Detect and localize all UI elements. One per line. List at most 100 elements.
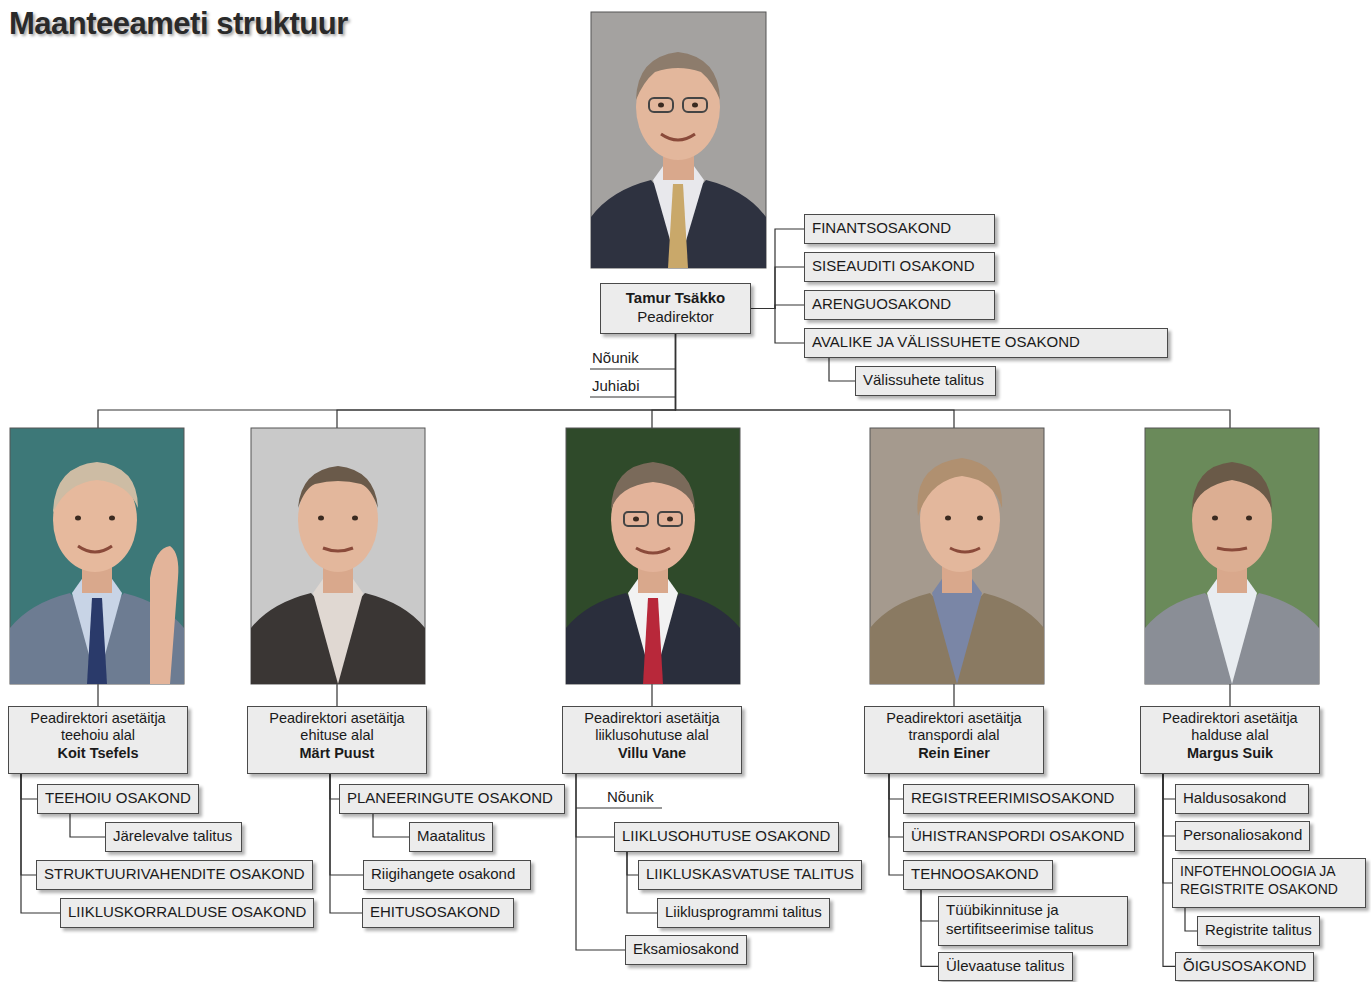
box-label: Peadirektori asetäitja transpordi alal xyxy=(870,710,1038,745)
department-box: LIIKLUSKORRALDUSE OSAKOND xyxy=(60,898,314,928)
glasses xyxy=(683,98,707,112)
role-label: Juhiabi xyxy=(592,377,640,395)
org-connector xyxy=(576,774,614,837)
department-box: PLANEERINGUTE OSAKOND xyxy=(339,784,565,814)
eye xyxy=(945,516,951,521)
eye xyxy=(75,516,81,521)
label-underline xyxy=(576,807,662,808)
department-box: ÕIGUSOSAKOND xyxy=(1175,952,1314,981)
portrait-photo xyxy=(10,428,184,684)
org-connector xyxy=(70,814,105,837)
box-label: REGISTREERIMISOSAKOND xyxy=(911,789,1127,808)
department-box: Liiklusprogrammi talitus xyxy=(657,898,830,928)
hair xyxy=(298,466,378,508)
department-box: LIIKLUSOHUTUSE OSAKOND xyxy=(614,822,839,852)
department-box: EHITUSOSAKOND xyxy=(362,898,514,928)
box-label: ÕIGUSOSAKOND xyxy=(1183,957,1306,976)
department-box: LIIKLUSKASVATUSE TALITUS xyxy=(638,860,862,890)
deputy-box: Peadirektori asetäitja ehituse alalMärt … xyxy=(247,706,427,774)
portrait-photo xyxy=(870,428,1044,684)
department-box: Maatalitus xyxy=(409,822,493,852)
box-label: Maatalitus xyxy=(417,827,485,846)
org-connector xyxy=(921,890,938,921)
org-connector xyxy=(921,890,938,966)
portrait-photo xyxy=(591,12,766,268)
eye xyxy=(633,517,639,522)
eye xyxy=(658,103,664,108)
department-box: Haldusosakond xyxy=(1175,784,1309,814)
box-label: TEHNOOSAKOND xyxy=(911,865,1045,884)
box-label: FINANTSOSAKOND xyxy=(812,219,987,238)
mouth xyxy=(323,548,353,551)
deputy-box: Peadirektori asetäitja halduse alalMargu… xyxy=(1140,706,1320,774)
box-label: LIIKLUSKORRALDUSE OSAKOND xyxy=(68,903,306,922)
department-box: Järelevalve talitus xyxy=(105,822,242,852)
hair xyxy=(53,462,138,513)
box-label: Haldusosakond xyxy=(1183,789,1301,808)
person-name: Tamur Tsäkko xyxy=(607,289,744,308)
org-connector xyxy=(1163,774,1175,836)
box-label: Eksamiosakond xyxy=(633,940,739,959)
box-label: TEEHOIU OSAKOND xyxy=(45,789,191,808)
department-box: AVALIKE JA VÄLISSUHETE OSAKOND xyxy=(804,328,1168,358)
box-label: ÜHISTRANSPORDI OSAKOND xyxy=(911,827,1127,846)
eye xyxy=(352,516,358,521)
org-connector xyxy=(889,774,903,875)
org-connector xyxy=(829,358,855,381)
department-box: Tüübikinnituse ja sertifitseerimise tali… xyxy=(938,896,1128,946)
suit xyxy=(591,180,766,268)
photo-background xyxy=(870,428,1044,684)
department-box: TEHNOOSAKOND xyxy=(903,860,1053,890)
department-box: TEEHOIU OSAKOND xyxy=(37,784,199,814)
eye xyxy=(977,516,983,521)
box-label: LIIKLUSKASVATUSE TALITUS xyxy=(646,865,854,884)
box-label: Peadirektori asetäitja teehoiu alal xyxy=(14,710,182,745)
deputy-box: Peadirektori asetäitja liiklusohutuse al… xyxy=(562,706,742,774)
photo-background xyxy=(1145,428,1319,684)
department-box: Riigihangete osakond xyxy=(363,860,531,890)
org-connector xyxy=(889,774,903,837)
box-label: Välissuhete talitus xyxy=(863,371,988,390)
label-underline xyxy=(590,368,676,369)
deputy-box: Peadirektori asetäitja teehoiu alalKoit … xyxy=(8,706,188,774)
photo-background xyxy=(251,428,425,684)
eye xyxy=(1212,516,1218,521)
box-label: Tüübikinnituse ja sertifitseerimise tali… xyxy=(946,901,1120,939)
hair xyxy=(917,458,1002,516)
mouth xyxy=(1217,548,1247,550)
box-label: Peadirektori asetäitja liiklusohutuse al… xyxy=(568,710,736,745)
eye xyxy=(109,516,115,521)
box-label: ARENGUOSAKOND xyxy=(812,295,987,314)
box-label: EHITUSOSAKOND xyxy=(370,903,506,922)
mouth xyxy=(950,548,980,552)
person-name: Koit Tsefels xyxy=(14,745,182,762)
box-label: AVALIKE JA VÄLISSUHETE OSAKOND xyxy=(812,333,1160,352)
org-connector xyxy=(330,774,339,799)
department-box: SISEAUDITI OSAKOND xyxy=(804,252,995,282)
department-box: ARENGUOSAKOND xyxy=(804,290,995,320)
box-label: Liiklusprogrammi talitus xyxy=(665,903,822,922)
org-connector xyxy=(1163,774,1172,883)
box-label: Peadirektor xyxy=(607,308,744,327)
department-box: FINANTSOSAKOND xyxy=(804,214,995,244)
person-name: Rein Einer xyxy=(870,745,1038,762)
org-connector xyxy=(889,774,903,799)
glasses xyxy=(649,98,673,112)
person-name: Märt Puust xyxy=(253,745,421,762)
mouth xyxy=(636,548,670,553)
box-label: STRUKTUURIVAHENDITE OSAKOND xyxy=(44,865,305,884)
hand xyxy=(150,546,178,684)
suit xyxy=(566,593,740,684)
tie xyxy=(643,598,663,684)
box-label: Ülevaatuse talitus xyxy=(946,957,1065,976)
department-box: REGISTREERIMISOSAKOND xyxy=(903,784,1135,814)
portrait-photo xyxy=(566,428,740,684)
label-underline xyxy=(590,396,676,397)
glasses xyxy=(624,512,648,526)
role-label: Nõunik xyxy=(607,788,654,806)
department-box: Ülevaatuse talitus xyxy=(938,952,1073,981)
photo-background xyxy=(566,428,740,684)
department-box: INFOTEHNOLOOGIA JA REGISTRITE OSAKOND xyxy=(1172,858,1366,908)
org-connector xyxy=(1163,774,1175,799)
